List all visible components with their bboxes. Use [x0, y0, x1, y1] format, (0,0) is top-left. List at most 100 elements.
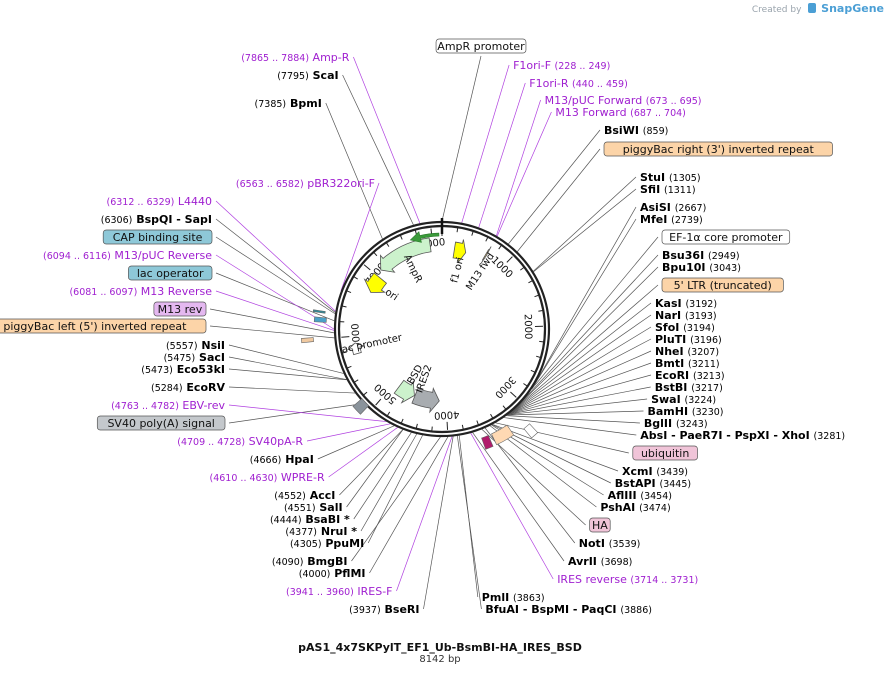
map-label-piggybac-left-5-inverted-repeat[interactable]: piggyBac left (5') inverted repeat: [0, 318, 207, 334]
map-label-stui[interactable]: StuI (1305): [640, 171, 701, 184]
map-label-bspqi-sapi[interactable]: (6306) BspQI - SapI: [101, 213, 212, 226]
enzyme-name: BmtI (3211): [655, 357, 720, 370]
map-label-absi-paer7i-pspxi-xhoi[interactable]: AbsI - PaeR7I - PspXI - XhoI (3281): [640, 429, 845, 442]
map-label-mfei[interactable]: MfeI (2739): [640, 213, 703, 226]
map-label-bsabi[interactable]: (4444) BsaBI *: [270, 513, 350, 526]
enzyme-position: (4305): [290, 539, 322, 550]
leader-line: [228, 386, 356, 394]
map-label-scai[interactable]: (7795) ScaI: [277, 69, 338, 82]
map-label-5-ltr-truncated[interactable]: 5' LTR (truncated): [661, 277, 784, 293]
map-label-6563-6582[interactable]: (6563 .. 6582) pBR322ori-F: [236, 177, 375, 190]
feature-m13-fwd[interactable]: [480, 246, 492, 264]
map-label-ecorv[interactable]: (5284) EcoRV: [151, 381, 225, 394]
map-label-afliii[interactable]: AflIII (3454): [608, 489, 672, 502]
map-label-xcmi[interactable]: XcmI (3439): [622, 465, 688, 478]
map-label-sfii[interactable]: SfiI (1311): [640, 183, 696, 196]
map-label-m13-forward[interactable]: M13 Forward (687 .. 704): [555, 106, 686, 119]
feature-ires2[interactable]: [411, 387, 440, 414]
map-label-bfuai-bspmi-paqci[interactable]: BfuAI - BspMI - PaqCI (3886): [485, 603, 652, 616]
map-label-sali[interactable]: (4551) SalI: [284, 501, 343, 514]
map-label-m13-rev[interactable]: M13 rev: [153, 301, 207, 317]
map-label-pmli[interactable]: PmlI (3863): [482, 591, 545, 604]
map-label-asisi[interactable]: AsiSI (2667): [640, 201, 706, 214]
map-label-ppumi[interactable]: (4305) PpuMI: [290, 537, 364, 550]
map-label-4709-4728[interactable]: (4709 .. 4728) SV40pA-R: [177, 435, 303, 448]
map-label-bmgbi[interactable]: (4090) BmgBI: [272, 555, 348, 568]
feature-bsd[interactable]: [393, 379, 415, 404]
map-label-avrii[interactable]: AvrII (3698): [568, 555, 632, 568]
map-label-acci[interactable]: (4552) AccI: [274, 489, 335, 502]
map-label-eco53ki[interactable]: (5473) Eco53kI: [141, 363, 225, 376]
map-label-sv40-poly-a-signal[interactable]: SV40 poly(A) signal: [96, 415, 226, 431]
inner-box-ha[interactable]: [481, 434, 494, 450]
enzyme-label: NotI: [579, 537, 605, 550]
map-label-pluti[interactable]: PluTI (3196): [655, 333, 722, 346]
feature-f1-ori[interactable]: [452, 239, 467, 264]
inner-box-sv40-poly-a-signal[interactable]: [352, 398, 370, 415]
map-label-lac-operator[interactable]: lac operator: [128, 265, 213, 281]
map-label-ef-1-core-promoter[interactable]: EF-1α core promoter: [661, 229, 791, 245]
feature-label-f1-ori: f1 ori: [449, 256, 466, 284]
map-label-nsii[interactable]: (5557) NsiI: [166, 339, 225, 352]
map-label-kasi[interactable]: KasI (3192): [655, 297, 717, 310]
map-label-nrui[interactable]: (4377) NruI *: [285, 525, 357, 538]
enzyme-position: (3439): [656, 467, 688, 478]
map-label-4763-4782[interactable]: (4763 .. 4782) EBV-rev: [111, 399, 225, 412]
ruler-tick: [510, 391, 517, 398]
map-label-swai[interactable]: SwaI (3224): [651, 393, 716, 406]
map-label-noti[interactable]: NotI (3539): [579, 537, 641, 550]
map-label-7865-7884[interactable]: (7865 .. 7884) Amp-R: [241, 51, 350, 64]
primer-text-2: (687 .. 704): [630, 108, 686, 119]
label-box: [603, 141, 833, 157]
map-label-bpu10i[interactable]: Bpu10I (3043): [662, 261, 741, 274]
feature-label-ampr: AmpR: [401, 253, 424, 285]
enzyme-name: MfeI (2739): [640, 213, 703, 226]
map-label-pshai[interactable]: PshAI (3474): [600, 501, 670, 514]
leader-line: [340, 182, 380, 292]
inner-box-lac-operator[interactable]: [313, 316, 327, 323]
map-label-ecori[interactable]: EcoRI (3213): [655, 369, 725, 382]
inner-box-cap-binding-site[interactable]: [312, 309, 326, 314]
enzyme-position: (1305): [669, 173, 701, 184]
feature-ori[interactable]: [363, 272, 388, 293]
feature-lac-promoter[interactable]: [346, 342, 366, 356]
map-label-nhei[interactable]: NheI (3207): [655, 345, 719, 358]
ruler-tick: [523, 383, 528, 387]
map-label-bamhi[interactable]: BamHI (3230): [648, 405, 724, 418]
primer-text-2: WPRE-R: [281, 471, 325, 484]
map-label-saci[interactable]: (5475) SacI: [164, 351, 225, 364]
map-label-3941-3960[interactable]: (3941 .. 3960) IRES-F: [286, 585, 392, 598]
primer-label: M13/pUC Forward (673 .. 695): [545, 94, 702, 107]
inner-box-5-ltr[interactable]: [523, 423, 539, 439]
map-label-ires-reverse[interactable]: IRES reverse (3714 .. 3731): [557, 573, 698, 586]
ruler-tick: [399, 234, 403, 240]
inner-box-ubiquitin[interactable]: [491, 424, 515, 446]
map-label-bsu36i[interactable]: Bsu36I (2949): [662, 249, 740, 262]
map-label-sfoi[interactable]: SfoI (3194): [655, 321, 715, 334]
map-label-ampr-promoter[interactable]: AmpR promoter: [435, 38, 527, 54]
map-label-ubiquitin[interactable]: ubiquitin: [632, 445, 698, 461]
leader-line: [507, 410, 644, 416]
map-label-bmti[interactable]: BmtI (3211): [655, 357, 720, 370]
map-label-f1ori-r[interactable]: F1ori-R (440 .. 459): [529, 77, 628, 90]
map-label-6081-6097[interactable]: (6081 .. 6097) M13 Reverse: [69, 285, 212, 298]
map-label-bglii[interactable]: BglII (3243): [644, 417, 708, 430]
map-label-bsiwi[interactable]: BsiWI (859): [604, 124, 668, 137]
map-label-piggybac-right-3-inverted-repeat[interactable]: piggyBac right (3') inverted repeat: [603, 141, 833, 157]
map-label-nari[interactable]: NarI (3193): [655, 309, 717, 322]
map-label-6312-6329[interactable]: (6312 .. 6329) L4440: [107, 195, 212, 208]
map-label-bseri[interactable]: (3937) BseRI: [349, 603, 419, 616]
feature-ampr[interactable]: [380, 237, 432, 273]
inner-box-piggybac-left[interactable]: [300, 337, 314, 344]
map-label-6094-6116[interactable]: (6094 .. 6116) M13/pUC Reverse: [43, 249, 212, 262]
map-label-pflmi[interactable]: (4000) PflMI: [299, 567, 366, 580]
map-label-m13-puc-forward[interactable]: M13/pUC Forward (673 .. 695): [545, 94, 702, 107]
map-label-hpai[interactable]: (4666) HpaI: [250, 453, 314, 466]
map-label-cap-binding-site[interactable]: CAP binding site: [102, 229, 213, 245]
map-label-bstapi[interactable]: BstAPI (3445): [615, 477, 691, 490]
map-label-f1ori-f[interactable]: F1ori-F (228 .. 249): [513, 59, 610, 72]
map-label-4610-4630[interactable]: (4610 .. 4630) WPRE-R: [210, 471, 325, 484]
map-label-ha[interactable]: HA: [589, 517, 611, 533]
map-label-bstbi[interactable]: BstBI (3217): [655, 381, 723, 394]
map-label-bpmi[interactable]: (7385) BpmI: [255, 97, 322, 110]
